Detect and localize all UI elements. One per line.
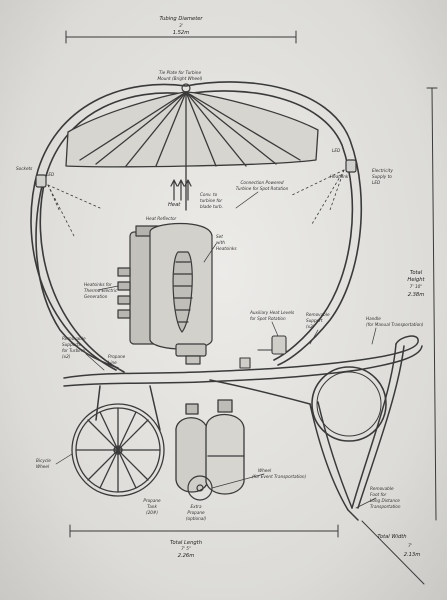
led-socket-right-icon [345,159,357,173]
heat-note-1: Conv. to [200,192,218,197]
tubes-label-3: Heatsinks [216,246,237,251]
turbine-canopy [65,91,319,211]
tie-plate-icon [181,83,191,93]
front-ring-icon [311,366,387,442]
heatsinks-label-3: Generation [84,294,108,299]
handle-label-2: (for Manual Transportation) [366,322,424,327]
connection-turbine-label-2: Turbine for Spot Rotation [236,186,289,191]
auxiliary-heat-label-2: for Spot Rotation [250,316,286,321]
led-light-rays [47,169,345,237]
outer-tube-frame [30,81,363,373]
front-ring-inner [316,371,382,437]
led-left-label-1: Sockets [16,166,33,171]
handle-label-1: Handle [366,316,381,321]
removable-support-center-3: (x2) [306,324,315,329]
removable-foot-label-3: Long Distance [370,498,400,503]
electricity-label-2: Supply to [372,174,392,179]
tubes-label-1: Set [216,234,223,239]
wheel-label-2: (for Event Transportation) [252,474,307,479]
propane-tank-label-3: (20#) [146,510,158,515]
bicycle-wheel-label-1: Bicycle [36,458,51,463]
bicycle-wheel-icon [71,403,165,497]
tie-plate-label-1: Tie Plate for Turbine [159,70,202,75]
total-width-ft: 7' [408,543,412,548]
tubing-diameter-dimension [65,30,297,44]
bicycle-wheel-label-2: Wheel [36,464,50,469]
leader-lines [55,191,377,509]
removable-supports-label-3: for Turbine [62,348,85,353]
heat-arrows [170,179,192,201]
connection-turbine-label-1: Connection Powered [240,180,283,185]
total-length-label: Total Length [170,540,202,546]
tubing-diameter-label: Tubing Diameter [159,16,203,22]
heat-note-2: turbine for [200,198,222,203]
removable-supports-label-4: (x2) [62,354,71,359]
total-height-label-1: Total [410,270,423,276]
heatsinks-label-2: Thermo-Electric [84,288,118,293]
removable-support-center-2: Support [306,318,323,323]
electricity-label-3: LED [372,180,381,185]
total-height-ft: 7' 10" [410,284,422,289]
propane-line-label-1: Propane [108,354,126,359]
removable-supports-label-1: Removable [62,336,86,341]
removable-foot-label-4: Transportation [370,504,401,509]
total-length-dimension [69,524,339,538]
auxiliary-heat-label-1: Auxiliary Heat Levels [249,310,295,315]
heat-note-3: blade turb. [200,204,223,209]
total-width-dimension [361,520,425,585]
extra-propane-label-1: Extra [190,504,201,509]
led-right-label: LED [332,148,341,153]
wheel-label-1: Wheel [258,468,272,473]
total-width-m: 2.13m [404,552,421,558]
total-height-dimension [426,87,438,521]
heatsink-right-label: Heatsink [330,174,349,179]
tubes-label-2: with [216,240,225,245]
removable-support-center-1: Removable [306,312,330,317]
tubing-diameter-ft: 3' [179,23,183,28]
heat-core [117,222,213,365]
propane-tank-icon [175,399,245,495]
tie-plate-label-2: Mount (Bright Wheel) [158,76,203,81]
removable-supports-label-2: Supports [62,342,82,347]
electricity-label-1: Electricity [372,168,393,173]
heat-label: Heat [168,202,181,208]
tubing-diameter-m: 1.52m [173,30,190,36]
removable-foot-label-1: Removable [370,486,394,491]
removable-foot-label-2: Foot for [370,492,387,497]
propane-line-label-2: Line [108,360,117,365]
total-height-label-2: Height [407,277,425,283]
total-width-label: Total Width [377,534,406,540]
total-length-m: 2.26m [178,553,195,559]
heatsinks-label-1: Heatsinks for [84,282,112,287]
extra-propane-label-2: Propane [187,510,205,515]
total-height-m: 2.38m [408,292,425,298]
auxiliary-heat-levers [239,335,287,369]
total-length-ft: 7' 5" [181,546,191,551]
extra-propane-label-3: (optional) [186,516,207,521]
heat-reflector-label: Heat Reflector [146,216,177,221]
led-socket-left-icon [35,174,47,188]
propane-tank-label-2: Tank [147,504,157,509]
propane-tank-label-1: Propane [143,498,161,503]
led-left-label-2: LED [46,172,55,177]
